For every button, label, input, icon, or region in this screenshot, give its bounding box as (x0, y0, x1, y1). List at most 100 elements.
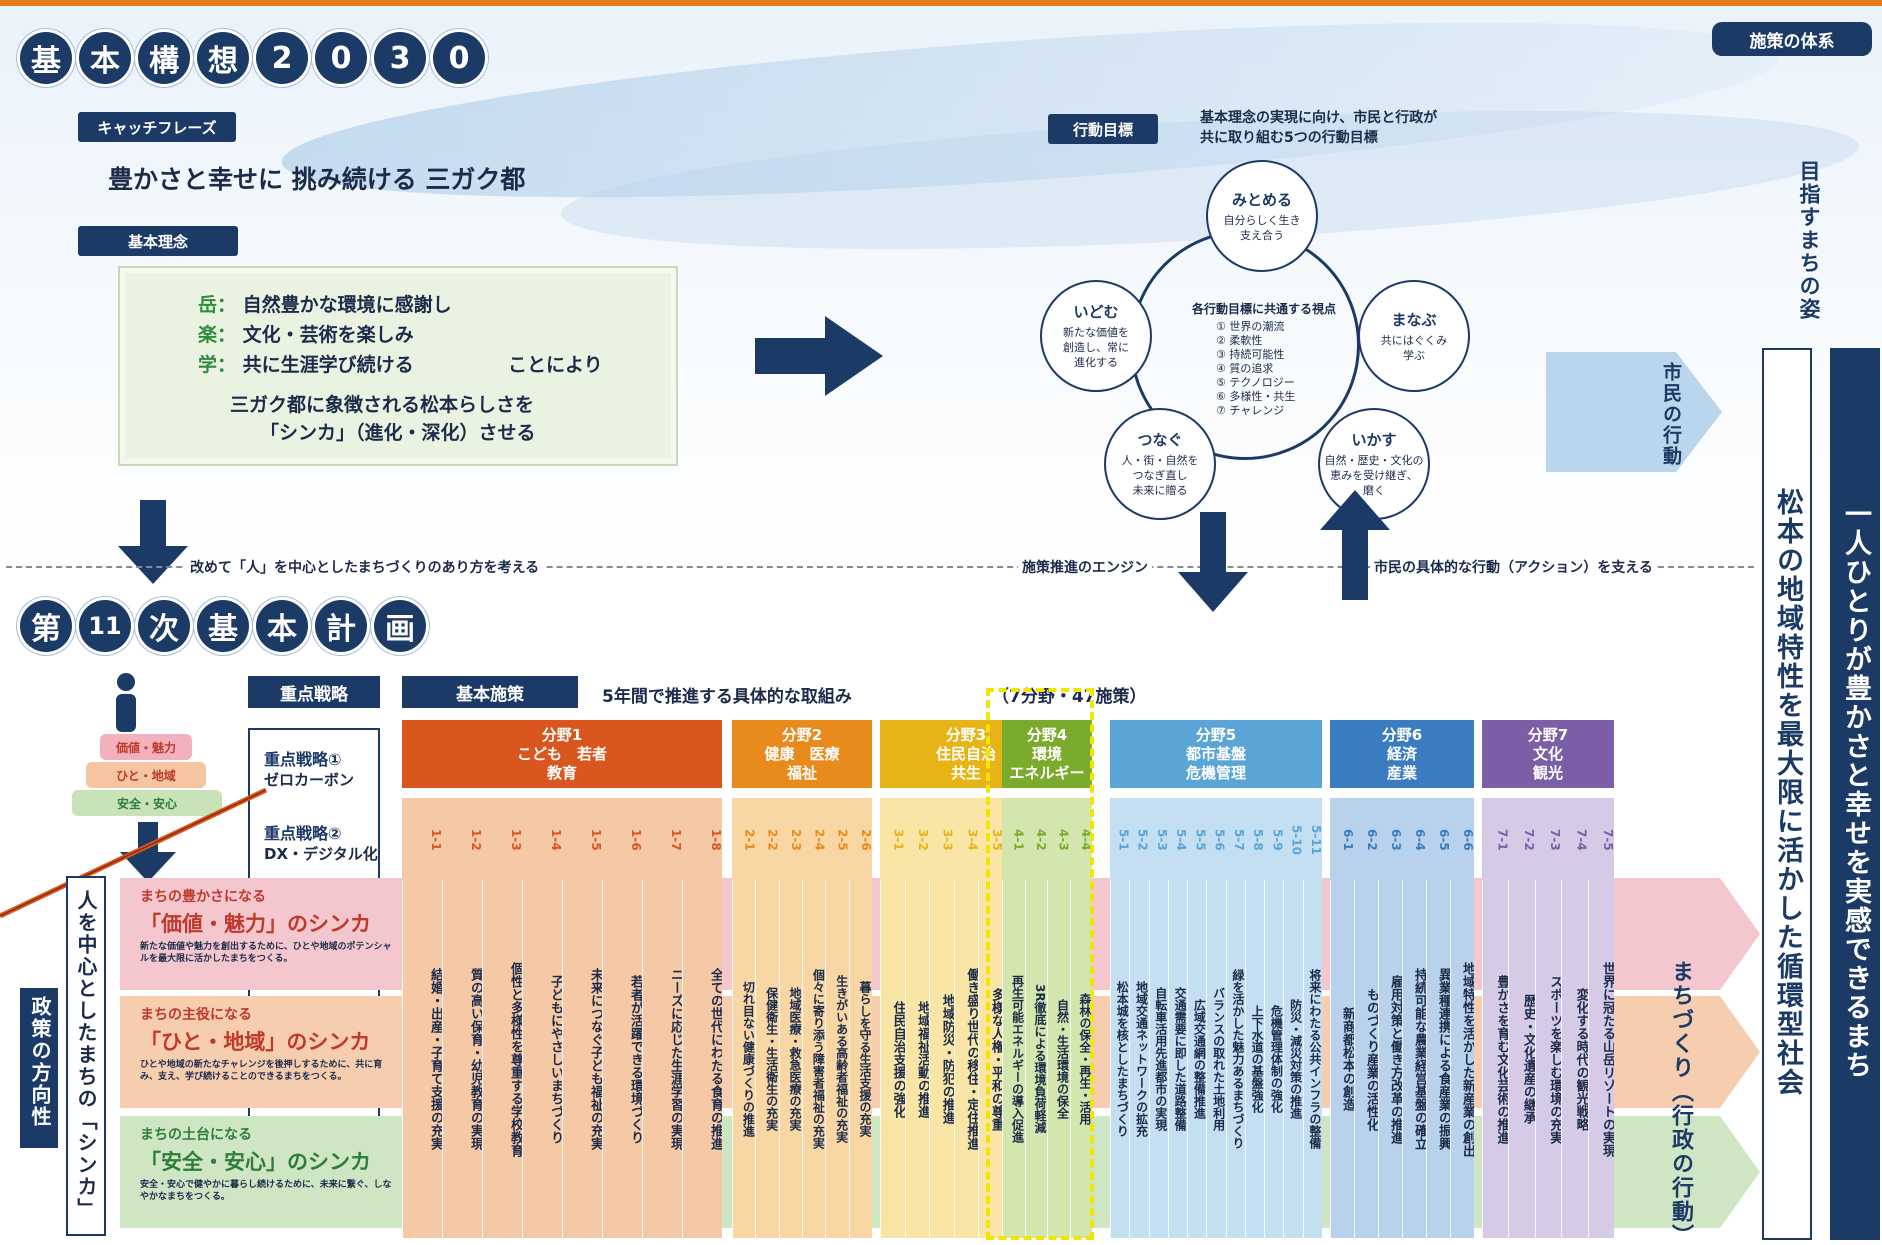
cake-layer: 価値・魅力 (100, 734, 192, 760)
principle-key: 楽： (198, 324, 237, 346)
principle-key: 学： (198, 354, 237, 376)
policy-item: 切れ目ない健康づくりの推進 (732, 880, 755, 1238)
field-name: 産業 (1386, 763, 1417, 782)
policy-number: 7-4 (1574, 829, 1589, 851)
policy-item: 質の高い保育・幼児教育の実現 (442, 880, 482, 1238)
goal-desc: 自然・歴史・文化の恵みを受け継ぎ、磨く (1324, 454, 1424, 497)
policy-number: 5-11 (1308, 824, 1323, 856)
title-char-circle: 0 (433, 32, 485, 84)
field-number: 分野5 (1195, 725, 1237, 744)
policy-number: 5-9 (1270, 829, 1285, 851)
strategy-name: 重点戦略① (264, 750, 342, 769)
common-viewpoint-item: ④ 質の追求 (1216, 362, 1274, 375)
common-viewpoint-item: ① 世界の潮流 (1216, 320, 1285, 333)
goals-desc-line: 共に取り組む5つの行動目標 (1200, 130, 1378, 146)
title-char-circle: 計 (315, 600, 367, 652)
policy-item: 多様な人権・平和の尊重 (978, 880, 1003, 1238)
policy-item: 全ての世代にわたる食育の推進 (682, 880, 722, 1238)
policy-item: 森林の保全・再生・活用 (1069, 880, 1092, 1238)
policy-number: 1-1 (429, 829, 443, 851)
cake-layer: ひと・地域 (86, 762, 206, 788)
field-name: 健康 医療 (764, 744, 840, 763)
policy-item: 新商都松本の創造 (1330, 880, 1354, 1238)
direction-band-label: まちの主役になる「ひと・地域」のシンカひとや地域の新たなチャレンジを後押しするた… (140, 1004, 400, 1083)
title-char-circle: 本 (256, 600, 308, 652)
policy-number: 6-5 (1437, 829, 1451, 851)
band-desc: 安全・安心で健やかに暮らし続けるために、未来に繋ぐ、しなやかなまちをつくる。 (140, 1180, 392, 1202)
principle-conclusion: 「シンカ」（進化・深化）させる (260, 422, 536, 444)
circular-society-text: 松本の地域特性を最大限に活かした循環型社会 (1772, 488, 1803, 1097)
title-char-circle: 画 (374, 600, 426, 652)
goal-title: いかす (1351, 431, 1397, 450)
circular-society-panel (1762, 348, 1812, 1240)
strategy-item: 重点戦略① ゼロカーボン (264, 750, 354, 790)
goals-description: 基本理念の実現に向け、市民と行政が 共に取り組む5つの行動目標 (1200, 108, 1437, 148)
policy-number: 2-5 (835, 829, 850, 851)
policy-item: 歴史・文化遺産の継承 (1508, 880, 1535, 1238)
policy-number: 5-6 (1212, 829, 1227, 851)
field-name: 経済 (1386, 744, 1417, 763)
policy-number: 1-5 (589, 829, 603, 851)
support-text: 市民の具体的な行動（アクション）を支える (1370, 557, 1657, 577)
down-arrow-icon (118, 500, 188, 584)
field-name: 福祉 (786, 763, 817, 782)
policy-number: 4-3 (1056, 829, 1071, 851)
people-center-label: 人を中心としたまちの「シンカ」 (74, 890, 98, 1220)
policy-number: 1-4 (549, 829, 563, 851)
principle-tail: ことにより (508, 354, 603, 376)
policy-number: 4-2 (1034, 829, 1048, 851)
direction-band-label: まちの豊かさになる「価値・魅力」のシンカ新たな価値や魅力を創出するために、ひとや… (140, 886, 400, 965)
policy-number: 7-1 (1495, 829, 1510, 851)
title-char-circle: 本 (79, 32, 131, 84)
goal-title: いどむ (1073, 303, 1119, 322)
title-char-circle: 第 (20, 600, 72, 652)
policy-item: 個々に寄り添う障害者福祉の充実 (801, 880, 825, 1238)
common-viewpoint-title: 各行動目標に共通する視点 (1192, 302, 1337, 316)
field-number: 分野6 (1381, 725, 1423, 744)
citizen-action-label: 市民の行動 (1660, 362, 1682, 467)
wellbeing-panel (1830, 348, 1880, 1240)
policy-item: ニーズに応じた生涯学習の実現 (642, 880, 682, 1238)
policy-item: 雇用対策と働き方改革の推進 (1378, 880, 1402, 1238)
policy-number: 6-6 (1461, 829, 1475, 851)
wellbeing-text: 一人ひとりが豊かさと幸せを実感できるまち (1840, 500, 1871, 1080)
field-name: 文化 (1532, 744, 1563, 763)
policy-number: 4-4 (1079, 829, 1093, 851)
goal-title: つなぐ (1137, 431, 1183, 450)
policy-item: 異業種連携による食産業の振興 (1426, 880, 1450, 1238)
policy-number: 6-3 (1389, 829, 1403, 851)
policy-number: 1-3 (509, 829, 523, 851)
policy-item: 防災・減災対策の推進 (1283, 880, 1303, 1238)
band-sub: まちの主役になる (140, 1007, 252, 1023)
engine-down-arrow-icon (1178, 512, 1248, 612)
goal-desc: 共にはぐくみ学ぶ (1380, 333, 1448, 362)
five-year-label: 5年間で推進する具体的な取組み (602, 687, 852, 707)
principle-key: 岳： (198, 294, 237, 316)
policy-number: 1-6 (629, 829, 643, 851)
principle-box: 岳： 自然豊かな環境に感謝し 楽： 文化・芸術を楽しみ 学： 共に生涯学び続ける… (118, 266, 678, 466)
policy-number: 2-3 (788, 829, 803, 851)
fields-count-label: （7分野・47施策） (992, 687, 1147, 707)
policy-number: 6-1 (1341, 829, 1355, 851)
policy-item: 3R徹底による環境負荷軽減 (1024, 880, 1047, 1238)
field-name: 環境 (1031, 744, 1062, 763)
policy-number: 3-4 (965, 829, 980, 851)
band-sub: まちの土台になる (140, 1127, 252, 1143)
policy-number: 3-2 (916, 829, 931, 851)
band-main: 「安全・安心」のシンカ (140, 1150, 371, 1174)
principle-label: 基本理念 (78, 226, 238, 256)
cake-down-arrow-icon (120, 822, 176, 882)
field-number: 分野3 (945, 725, 987, 744)
direction-band-tip (1720, 878, 1760, 990)
field-name: 観光 (1532, 763, 1563, 782)
policy-number: 3-3 (940, 829, 955, 851)
people-center-panel (66, 876, 106, 1236)
